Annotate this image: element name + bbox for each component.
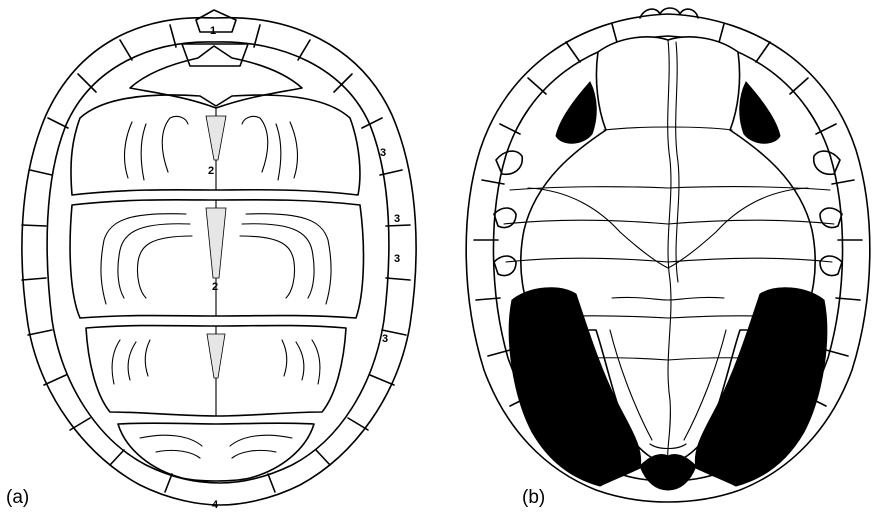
marker-4: 4 <box>212 499 219 511</box>
panel-label-b: (b) <box>522 487 545 508</box>
posterior-scute <box>118 423 314 481</box>
stippled-wedge-3 <box>207 334 225 378</box>
dark-region-anterior-left <box>556 82 596 143</box>
dark-region-anterior-right <box>740 82 780 143</box>
marker-1: 1 <box>210 25 216 37</box>
stippled-wedge-2 <box>206 208 226 278</box>
marker-3-d: 3 <box>382 333 388 345</box>
marker-3-c: 3 <box>394 253 400 265</box>
plastron-figure: (b) <box>466 8 870 508</box>
marker-2-lower: 2 <box>212 281 218 293</box>
stippled-wedge-1 <box>206 116 226 160</box>
dark-region-tail-notch <box>640 454 696 490</box>
carapace-figure: 1 2 2 3 3 3 3 4 (a) <box>6 10 416 511</box>
marker-3-b: 3 <box>394 213 400 225</box>
vertebral-scute-1 <box>130 46 302 108</box>
marker-2-upper: 2 <box>208 165 214 177</box>
marker-3-a: 3 <box>380 147 386 159</box>
panel-label-a: (a) <box>6 487 29 508</box>
growth-marks-posterior <box>140 435 292 458</box>
